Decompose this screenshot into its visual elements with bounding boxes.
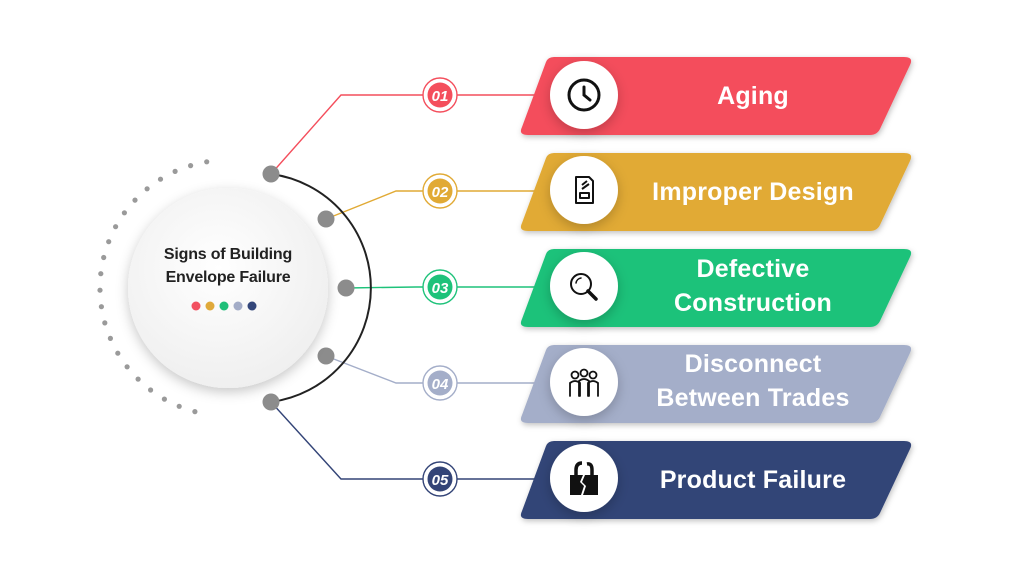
arc-nodes [262,165,355,411]
center-dot [233,301,243,311]
center-title: Signs of Building Envelope Failure [140,243,316,289]
center-title-line-1: Signs of Building [163,246,293,263]
banner [520,441,912,519]
item-label-4-line-1: Disconnect [684,350,822,378]
connector-line [345,286,545,289]
badge [427,274,453,300]
center-circle [128,188,328,388]
item-label-5-line-1: Product Failure [659,466,847,494]
center-dot [219,301,229,311]
center-dot [205,301,215,311]
arc-dot [124,364,130,370]
arc-dot [192,409,198,415]
center-dot [191,301,201,311]
arc-dot [132,197,138,203]
item-label-2-line-1: Improper Design [652,178,854,206]
item-number-3: 03 [431,279,449,297]
banner [520,57,912,135]
dotted-arc [97,159,210,415]
item-number-4: 04 [431,375,449,393]
item-label-1: Aging [612,79,894,113]
arc-node [337,279,355,297]
item-label-4: Disconnect Between Trades [612,347,894,415]
item-label-3-line-2: Construction [674,289,832,317]
center-color-dots [191,301,257,311]
arc-dot [107,335,113,341]
badge [427,82,453,108]
center-dot [247,301,257,311]
arc-dot [135,376,141,382]
banners [520,57,912,519]
arc-dot [176,403,182,409]
magnifier-icon [570,273,598,301]
banner [520,249,912,327]
badge [427,466,453,492]
icon-circle [550,156,618,224]
arc-dot [161,396,167,402]
arc-dot [106,239,112,245]
inner-arc [270,173,372,403]
item-label-1-line-1: Aging [717,82,789,110]
connector-line [325,190,545,220]
broken-lock-icon [570,461,598,495]
number-badges [422,77,458,497]
arc-dot [188,163,194,169]
item-number-2: 02 [431,183,449,201]
banner [520,153,912,231]
item-label-4-line-2: Between Trades [656,384,850,412]
item-label-2: Improper Design [612,175,894,209]
arc-node [317,347,335,365]
arc-dot [97,287,103,293]
item-label-3-line-1: Defective [696,255,810,283]
document-icon [575,176,594,204]
banner [520,345,912,423]
icon-circle [550,252,618,320]
arc-dot [102,320,108,326]
arc-dot [101,254,107,261]
item-number-1: 01 [431,87,449,105]
arc-node [317,210,335,228]
arc-node [262,165,280,183]
badge [427,178,453,204]
arc-dot [121,210,127,216]
connector-line [270,401,545,480]
arc-dot [172,168,178,174]
arc-dot [157,176,164,182]
arc-dot [148,387,154,393]
badge [427,370,453,396]
arc-dot [98,271,104,277]
arc-dot [98,304,104,310]
center-title-line-2: Envelope Failure [165,269,291,286]
item-number-5: 05 [431,471,449,489]
connector-lines [270,94,545,480]
icon-circle [550,348,618,416]
connector-line [325,355,545,384]
item-label-3: Defective Construction [612,252,894,320]
arc-dot [113,224,119,230]
item-label-5: Product Failure [612,463,894,497]
arc-dot [115,350,121,356]
icon-circles [550,61,618,512]
arc-node [262,393,280,411]
people-group-icon [569,368,599,397]
connector-line [270,94,545,175]
clock-icon [567,78,601,112]
arc-dot [204,159,210,165]
arc-dot [144,186,150,192]
